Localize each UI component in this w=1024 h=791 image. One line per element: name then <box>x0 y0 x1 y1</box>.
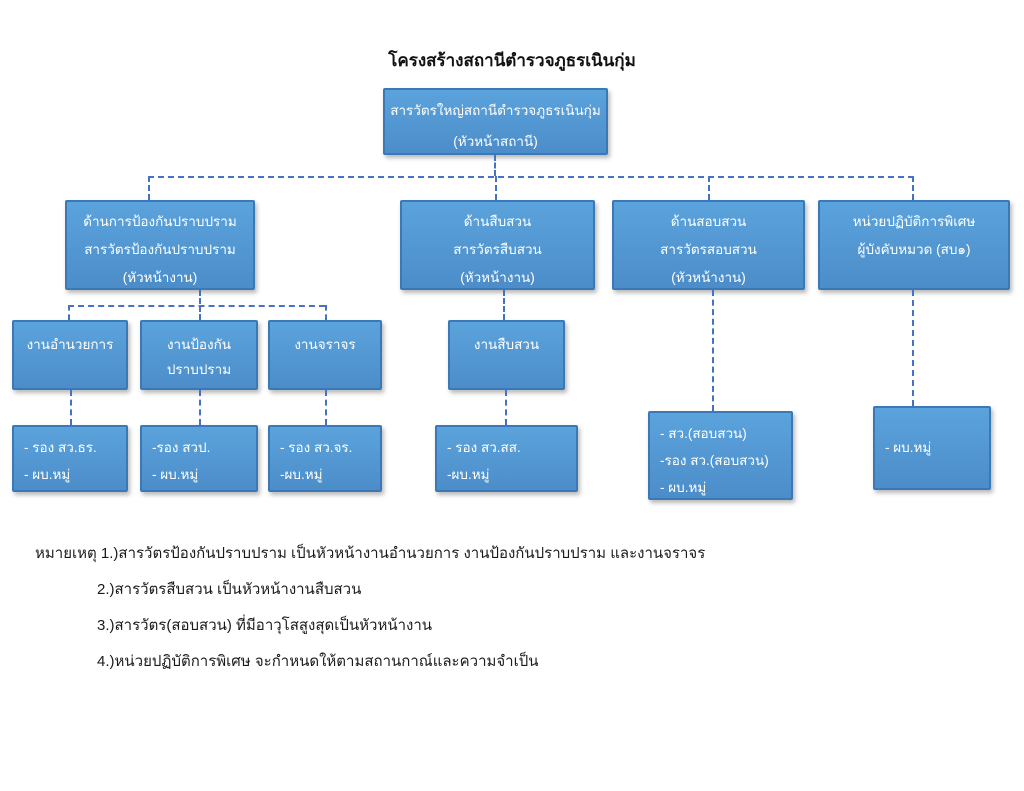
page-title: โครงสร้างสถานีตำรวจภูธรเนินกุ่ม <box>388 51 636 70</box>
connector-rail-prevention-units <box>68 305 325 307</box>
org-box-line: (หัวหน้างาน) <box>671 270 746 285</box>
org-box-line: ปราบปราม <box>166 362 232 377</box>
org-box-chief: สารวัตรใหญ่สถานีตำรวจภูธรเนินกุ่ม (หัวหน… <box>383 88 608 155</box>
org-box-line: - ผบ.หมู่ <box>152 467 199 482</box>
org-box-line: งานอำนวยการ <box>26 337 114 352</box>
org-box-line: - รอง สว.สส. <box>447 440 521 455</box>
org-box-line: ผู้บังคับหมวด (สบ๑) <box>857 242 971 257</box>
connector-drop-traffic-unit <box>325 305 327 320</box>
org-box-line: ด้านสืบสวน <box>463 214 532 229</box>
org-box-line: - รอง สว.จร. <box>280 440 353 455</box>
org-box-line: - ผบ.หมู่ <box>660 480 707 495</box>
connector-rail-level2 <box>148 176 914 178</box>
org-box-line: งานสืบสวน <box>473 337 540 352</box>
connector-investigation-staff <box>505 390 507 425</box>
org-box-line: - ผบ.หมู่ <box>885 440 932 455</box>
org-box-line: สารวัตรสืบสวน <box>453 242 542 257</box>
footnote-prefix: หมายเหตุ <box>35 545 97 562</box>
org-box-line: - สว.(สอบสวน) <box>660 426 747 441</box>
org-box-line: งานป้องกัน <box>166 337 232 352</box>
connector-chief-stub <box>494 155 496 176</box>
footnote-line: 3.)สารวัตร(สอบสวน) ที่มีอาวุโสสูงสุดเป็น… <box>97 617 433 634</box>
connector-traffic-staff <box>325 390 327 425</box>
org-box-interrogation-staff: - สว.(สอบสวน) -รอง สว.(สอบสวน) - ผบ.หมู่ <box>648 411 793 500</box>
org-box-line: - ผบ.หมู่ <box>24 467 71 482</box>
footnotes: หมายเหตุ 1.)สารวัตรป้องกันปราบปราม เป็นห… <box>35 541 705 685</box>
org-box-admin-unit: งานอำนวยการ <box>12 320 128 390</box>
org-box-line: สารวัตรสอบสวน <box>660 242 757 257</box>
org-box-prevention-unit: งานป้องกัน ปราบปราม <box>140 320 258 390</box>
connector-admin-staff <box>70 390 72 425</box>
org-box-prevention-staff: -รอง สวป. - ผบ.หมู่ <box>140 425 258 492</box>
org-box-investigation-unit: งานสืบสวน <box>448 320 565 390</box>
footnote-text: 1.)สารวัตรป้องกันปราบปราม เป็นหัวหน้างาน… <box>100 545 706 562</box>
connector-drop-prevention <box>148 176 150 200</box>
org-box-line: (หัวหน้างาน) <box>122 270 198 285</box>
footnote-line: หมายเหตุ 1.)สารวัตรป้องกันปราบปราม เป็นห… <box>35 541 705 565</box>
org-box-traffic-unit: งานจราจร <box>268 320 382 390</box>
org-box-prevention-division: ด้านการป้องกันปราบปราม สารวัตรป้องกันปรา… <box>65 200 255 290</box>
org-box-line: หน่วยปฏิบัติการพิเศษ <box>852 214 976 229</box>
org-box-line: - รอง สว.ธร. <box>24 440 97 455</box>
footnote-line: 2.)สารวัตรสืบสวน เป็นหัวหน้างานสืบสวน <box>97 581 362 598</box>
org-box-investigation-division: ด้านสืบสวน สารวัตรสืบสวน (หัวหน้างาน) <box>400 200 595 290</box>
org-box-special-ops-division: หน่วยปฏิบัติการพิเศษ ผู้บังคับหมวด (สบ๑) <box>818 200 1010 290</box>
connector-special-ops-staff <box>912 290 914 406</box>
org-box-investigation-staff: - รอง สว.สส. -ผบ.หมู่ <box>435 425 578 492</box>
org-box-line: งานจราจร <box>294 337 356 352</box>
org-box-line: -ผบ.หมู่ <box>280 467 323 482</box>
org-box-special-ops-staff: - ผบ.หมู่ <box>873 406 991 490</box>
org-box-line: (หัวหน้างาน) <box>460 270 535 285</box>
footnote-line: 4.)หน่วยปฏิบัติการพิเศษ จะกำหนดให้ตามสถา… <box>97 653 539 670</box>
connector-drop-interrogation <box>708 176 710 200</box>
connector-drop-admin-unit <box>68 305 70 320</box>
connector-interrogation-staff <box>712 290 714 411</box>
org-box-admin-staff: - รอง สว.ธร. - ผบ.หมู่ <box>12 425 128 492</box>
org-box-line: ด้านสอบสวน <box>670 214 747 229</box>
org-box-line: ด้านการป้องกันปราบปราม <box>83 214 237 229</box>
connector-drop-special-ops <box>912 176 914 200</box>
org-box-interrogation-division: ด้านสอบสวน สารวัตรสอบสวน (หัวหน้างาน) <box>612 200 805 290</box>
org-box-line: สารวัตรป้องกันปราบปราม <box>84 242 236 257</box>
org-box-traffic-staff: - รอง สว.จร. -ผบ.หมู่ <box>268 425 382 492</box>
org-box-line: -ผบ.หมู่ <box>447 467 490 482</box>
org-box-line: (หัวหน้าสถานี) <box>453 134 538 149</box>
connector-prevention-staff <box>199 390 201 425</box>
org-box-line: -รอง สว.(สอบสวน) <box>660 453 769 468</box>
connector-investigation-unit <box>503 290 505 320</box>
org-box-line: สารวัตรใหญ่สถานีตำรวจภูธรเนินกุ่ม <box>390 103 601 118</box>
org-box-line: -รอง สวป. <box>152 440 211 455</box>
connector-drop-investigation <box>495 176 497 200</box>
